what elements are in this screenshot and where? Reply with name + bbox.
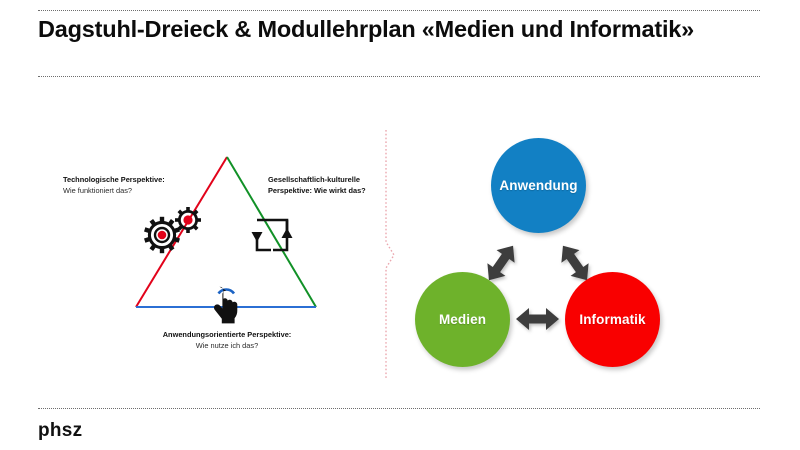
label-social-cultural-perspective: Gesellschaftlich-kulturelle Perspektive:… — [268, 175, 420, 196]
label-application-line1: Anwendungsorientierte Perspektive: — [162, 330, 292, 339]
page-title: Dagstuhl-Dreieck & Modullehrplan «Medien… — [38, 16, 695, 42]
divider-dotted-line — [385, 130, 395, 380]
label-technological-line1: Technologische Perspektive: — [63, 175, 165, 184]
gears-icon — [144, 207, 201, 254]
circle-informatik[interactable]: Informatik — [565, 272, 660, 367]
competence-circles-panel: Anwendung Medien Informatik — [400, 125, 690, 385]
brand-logo-phsz: phsz — [38, 420, 83, 441]
footer-rule — [38, 408, 760, 410]
circle-anwendung[interactable]: Anwendung — [491, 138, 586, 233]
arrow-medien-informatik — [516, 308, 559, 330]
panel-divider-arrow — [385, 130, 395, 380]
label-social-line2: Perspektive: Wie wirkt das? — [268, 185, 366, 195]
circle-medien-label: Medien — [438, 312, 487, 327]
label-technological-perspective: Technologische Perspektive: Wie funktion… — [63, 175, 213, 196]
cycle-arrow-heads — [251, 228, 293, 242]
label-technological-line2: Wie funktioniert das? — [63, 185, 133, 195]
dagstuhl-triangle-panel: Technologische Perspektive: Wie funktion… — [40, 140, 385, 380]
circle-medien[interactable]: Medien — [415, 272, 510, 367]
header-top-rule — [38, 10, 760, 12]
triangle-edge-right-social — [226, 156, 317, 308]
circle-informatik-label: Informatik — [579, 312, 646, 327]
triangle-edge-left-technological — [135, 156, 228, 308]
touch-hand-icon — [213, 286, 238, 324]
triangle-graphic — [135, 156, 317, 324]
label-application-line2: Wie nutze ich das? — [195, 340, 259, 350]
header-bottom-rule — [38, 76, 760, 78]
label-social-line1: Gesellschaftlich-kulturelle — [268, 175, 361, 184]
cycle-loop-arrows-icon — [255, 218, 289, 252]
label-application-perspective: Anwendungsorientierte Perspektive: Wie n… — [132, 330, 322, 351]
circle-anwendung-label: Anwendung — [499, 178, 578, 193]
